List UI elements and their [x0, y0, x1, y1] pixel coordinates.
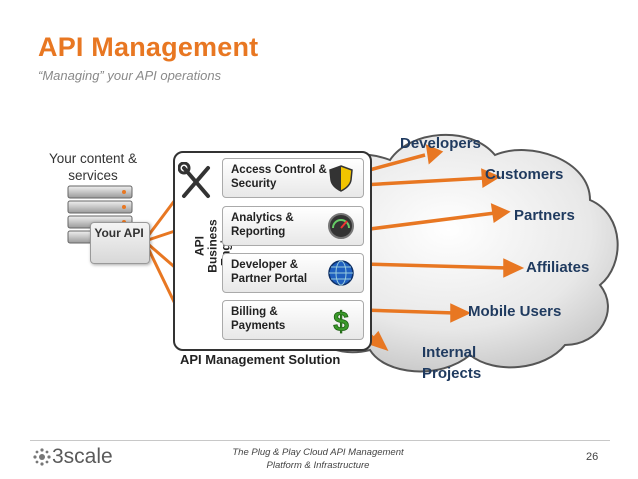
- audience-internal-projects: Internal Projects: [422, 344, 482, 382]
- audience-developers: Developers: [400, 135, 481, 152]
- 3scale-logo-icon: [33, 448, 51, 466]
- audience-arrows: [360, 144, 525, 351]
- module-label: Developer & Partner Portal: [231, 259, 308, 285]
- module-label: Analytics & Reporting: [231, 212, 294, 238]
- slide-title: API Management: [38, 32, 259, 62]
- footer-text: The Plug & Play Cloud API Management Pla…: [232, 447, 404, 471]
- audience-mobile-users: Mobile Users: [468, 303, 562, 320]
- api-business-engine-label: API Business Engine: [192, 219, 233, 273]
- audience-partners: Partners: [514, 207, 575, 224]
- module-developer-portal: Developer & Partner Portal: [222, 253, 364, 293]
- content-services-label: Your content & services: [48, 151, 138, 183]
- globe-icon: [328, 260, 354, 286]
- slide-subtitle: “Managing” your API operations: [38, 68, 222, 83]
- module-billing: Billing & Payments $: [222, 300, 364, 340]
- tools-icon: [178, 162, 210, 198]
- audience-affiliates: Affiliates: [526, 259, 590, 276]
- dollar-icon: $: [333, 306, 350, 334]
- api-management-solution-label: API Management Solution: [180, 352, 341, 367]
- 3scale-logo-text: 3scale: [52, 445, 113, 468]
- page-number: 26: [586, 451, 599, 463]
- your-api-label: Your API: [94, 226, 144, 240]
- module-label: Access Control & Security: [231, 164, 327, 190]
- your-api-box: [90, 222, 150, 264]
- footer-divider: [30, 440, 610, 441]
- shield-icon: [329, 165, 353, 192]
- module-label: Billing & Payments: [231, 306, 286, 332]
- audience-customers: Customers: [485, 166, 564, 183]
- svg-text:$: $: [333, 306, 349, 334]
- module-access-control: Access Control & Security: [222, 158, 364, 198]
- gauge-icon: [328, 213, 354, 239]
- module-analytics: Analytics & Reporting: [222, 206, 364, 246]
